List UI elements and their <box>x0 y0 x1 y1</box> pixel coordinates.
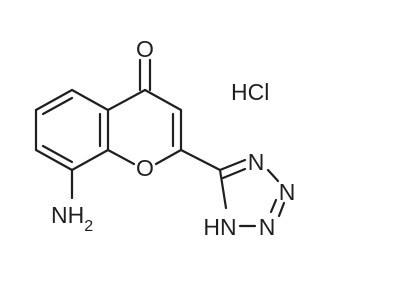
bond-c7-c8 <box>34 148 74 172</box>
salt-label: HCl <box>231 79 269 105</box>
bond-n4-n3 <box>266 168 280 183</box>
bond-c5-n4 <box>218 158 247 172</box>
bond-c5-c6 <box>34 88 74 112</box>
tetrazole-ring <box>179 148 286 228</box>
bond-n3-n2 <box>277 201 286 218</box>
bond-c4a-c4 <box>106 88 147 112</box>
bond-c2-c5prime <box>179 148 222 172</box>
bond-c4-c3 <box>143 88 183 112</box>
tetrazole-n-top-label: N <box>248 149 265 175</box>
bond-n1-c5 <box>218 168 228 210</box>
bond-o1-c8a <box>106 148 136 166</box>
double-bond-n3-n2 <box>269 198 278 214</box>
double-bond-inner-c5-c6 <box>41 96 74 116</box>
carbonyl-oxygen-label: O <box>136 36 154 62</box>
double-bond-c5-n4 <box>221 167 247 180</box>
ring-oxygen-label: O <box>136 155 154 181</box>
tetrazole-nh-label: HN <box>203 214 236 240</box>
bond-c4a-c5 <box>70 88 110 112</box>
bond-c2-o1 <box>154 148 183 166</box>
benzene-ring <box>34 88 110 172</box>
double-bond-inner-c7-c8 <box>41 144 74 164</box>
amine-label: NH2 <box>51 202 93 235</box>
tetrazole-n-bottom-label: N <box>259 214 276 240</box>
bond-c8-c8a <box>70 148 110 172</box>
pyrone-ring <box>106 58 183 166</box>
amine-prefix: NH <box>51 202 84 228</box>
tetrazole-n-right-label: N <box>279 179 296 205</box>
amine-subscript: 2 <box>84 218 93 235</box>
